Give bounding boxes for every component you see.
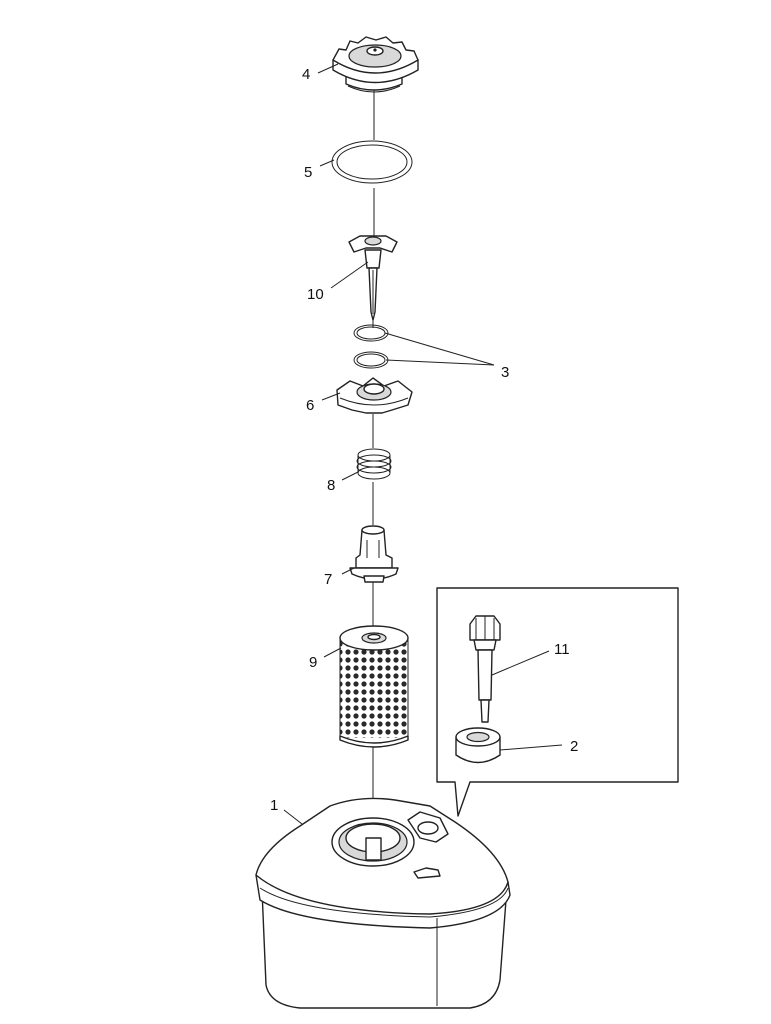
callout-7: 7 xyxy=(324,571,332,588)
dipstick xyxy=(348,235,398,321)
callout-8: 8 xyxy=(327,477,335,494)
filter-holder xyxy=(349,525,399,583)
large-o-ring xyxy=(331,140,413,184)
callout-labels: 4 5 10 3 6 8 7 9 11 2 1 xyxy=(270,66,578,814)
filler-cap xyxy=(332,36,419,93)
callout-11: 11 xyxy=(554,641,570,658)
callout-9: 9 xyxy=(309,654,317,671)
mesh-filter xyxy=(339,625,409,748)
callout-1: 1 xyxy=(270,797,278,814)
fuel-tank xyxy=(255,797,511,1009)
leader-lines xyxy=(283,63,563,825)
callout-5: 5 xyxy=(304,164,312,181)
callout-4: 4 xyxy=(302,66,310,83)
fuel-gauge-stem xyxy=(469,615,501,723)
assembly-axis xyxy=(372,90,375,830)
grommet xyxy=(455,727,501,764)
callout-6: 6 xyxy=(306,397,314,414)
filter-retainer xyxy=(336,377,413,414)
callout-2: 2 xyxy=(570,738,578,755)
callout-10: 10 xyxy=(307,286,324,303)
callout-3: 3 xyxy=(501,364,509,381)
inset-detail-box xyxy=(436,587,679,817)
spring xyxy=(356,448,392,480)
small-o-rings xyxy=(353,324,389,369)
